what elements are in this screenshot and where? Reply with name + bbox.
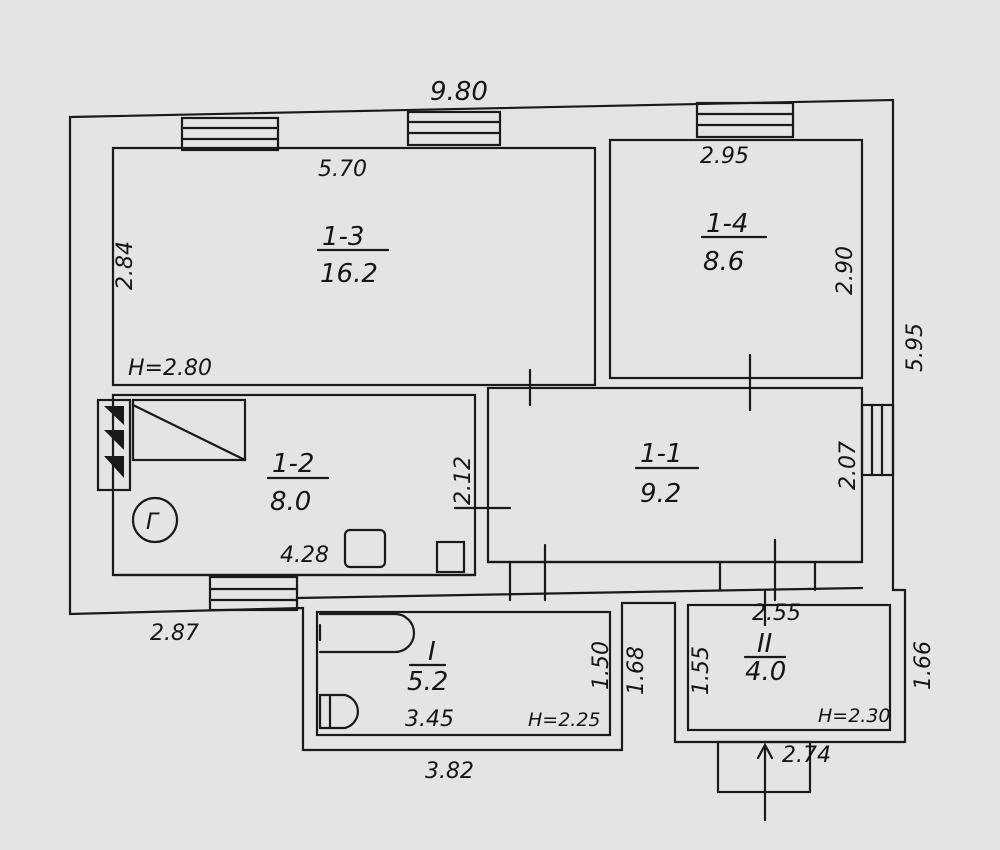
toilet-icon: [318, 693, 360, 730]
room-1-2-label: 1-2: [272, 449, 314, 479]
svg-text:9.2: 9.2: [640, 479, 681, 509]
svg-text:2.90: 2.90: [833, 246, 858, 295]
room-1-4-outline: [608, 138, 864, 380]
svg-text:3.82: 3.82: [425, 759, 474, 784]
heater-icon: [435, 540, 466, 574]
svg-text:4.28: 4.28: [280, 543, 329, 568]
entrance-arrow-icon: [756, 742, 774, 822]
svg-text:2.87: 2.87: [150, 621, 199, 646]
svg-text:1.55: 1.55: [689, 646, 714, 695]
svg-text:2.07: 2.07: [836, 441, 861, 490]
room-I-label: I: [428, 637, 436, 667]
svg-text:1.50: 1.50: [589, 641, 614, 690]
overall-width: 9.80: [430, 77, 488, 107]
room-1-1-label: 1-1: [640, 439, 682, 469]
svg-text:4.0: 4.0: [745, 657, 786, 687]
svg-text:2.84: 2.84: [113, 241, 138, 290]
overall-depth: 5.95: [903, 323, 928, 372]
svg-text:3.45: 3.45: [405, 707, 454, 732]
svg-text:1.68: 1.68: [624, 646, 649, 695]
gas-marker-icon: [131, 496, 179, 544]
svg-text:2.12: 2.12: [451, 456, 476, 505]
svg-text:8.0: 8.0: [270, 487, 311, 517]
svg-text:2.55: 2.55: [752, 601, 801, 626]
room-1-3-outline: [111, 146, 597, 387]
svg-text:H=2.25: H=2.25: [528, 709, 601, 731]
svg-text:2.74: 2.74: [782, 743, 831, 768]
room-I-outline: [315, 610, 612, 737]
svg-text:16.2: 16.2: [320, 259, 378, 289]
fixtures: Г: [96, 398, 466, 730]
room-II-outline: [686, 603, 892, 732]
svg-text:2.95: 2.95: [700, 144, 749, 169]
svg-text:5.2: 5.2: [407, 667, 448, 697]
room-II-label: II: [757, 629, 772, 659]
svg-text:5.70: 5.70: [318, 157, 367, 182]
svg-text:H=2.30: H=2.30: [818, 705, 891, 727]
bathtub-icon: [318, 612, 416, 654]
svg-text:H=2.80: H=2.80: [128, 356, 212, 381]
counter-icon: [131, 398, 247, 462]
room-1-1-outline: [486, 386, 864, 564]
room-1-3-label: 1-3: [322, 222, 364, 252]
room-1-4-label: 1-4: [706, 209, 748, 239]
svg-text:1.66: 1.66: [911, 641, 936, 690]
svg-text:8.6: 8.6: [703, 247, 744, 277]
svg-text:Г: Г: [146, 510, 160, 535]
windows: [180, 101, 895, 612]
stove-icon: [96, 398, 132, 492]
sink-icon: [343, 528, 387, 569]
